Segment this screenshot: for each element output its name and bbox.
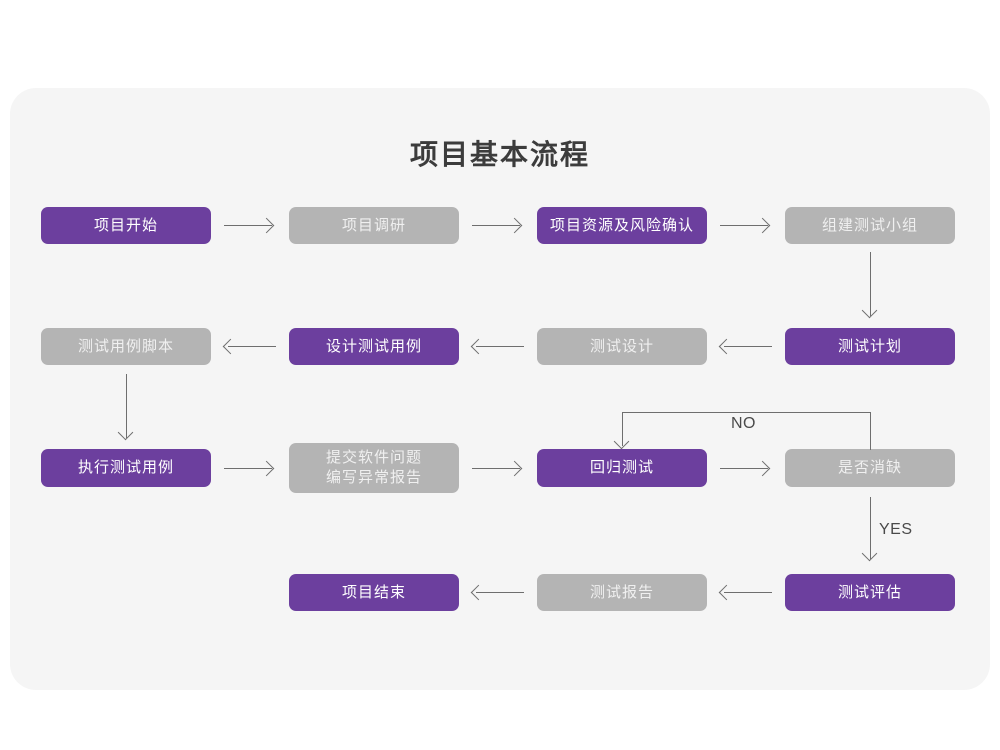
edge-yes-line: [870, 497, 871, 559]
edge-n6-n7-line: [476, 346, 524, 347]
node-label: 项目开始: [93, 216, 158, 234]
node-label: 是否消缺: [837, 459, 902, 476]
node-label: 项目资源及风险确认: [549, 216, 694, 234]
node-test-plan[interactable]: 测试计划: [785, 328, 955, 365]
node-label: 测试评估: [837, 583, 902, 601]
edge-n3-n4-line: [720, 225, 768, 226]
node-resource-risk-confirm[interactable]: 项目资源及风险确认: [537, 207, 707, 244]
node-build-test-team[interactable]: 组建测试小组: [785, 207, 955, 244]
node-label: 设计测试用例: [325, 337, 422, 355]
edge-n10-n11-line: [472, 468, 520, 469]
node-label: 测试计划: [837, 337, 902, 355]
node-label: 测试用例脚本: [77, 337, 174, 355]
node-label: 项目结束: [341, 583, 406, 601]
node-project-start[interactable]: 项目开始: [41, 207, 211, 244]
edge-no-left-drop: [622, 412, 623, 446]
edge-n1-n2-line: [224, 225, 272, 226]
node-test-evaluation[interactable]: 测试评估: [785, 574, 955, 611]
edge-n13-n14-line: [724, 592, 772, 593]
node-test-report[interactable]: 测试报告: [537, 574, 707, 611]
node-project-end[interactable]: 项目结束: [289, 574, 459, 611]
edge-label-no: NO: [731, 415, 756, 432]
node-label: 项目调研: [341, 216, 406, 234]
edge-n7-n8-line: [228, 346, 276, 347]
edge-n14-n15-line: [476, 592, 524, 593]
node-regression-test[interactable]: 回归测试: [537, 449, 707, 487]
edge-n2-n3-line: [472, 225, 520, 226]
node-defect-resolved[interactable]: 是否消缺: [785, 449, 955, 487]
node-label: 提交软件问题 编写异常报告: [325, 449, 422, 486]
node-label: 测试报告: [589, 583, 654, 601]
node-label: 组建测试小组: [821, 216, 918, 234]
page-title: 项目基本流程: [409, 139, 590, 170]
node-submit-issue-report[interactable]: 提交软件问题 编写异常报告: [289, 443, 459, 493]
node-label: 测试设计: [589, 337, 654, 355]
edge-no-top-line: [622, 412, 871, 413]
edge-no-right-riser: [870, 412, 871, 450]
node-test-design[interactable]: 测试设计: [537, 328, 707, 365]
node-label: 执行测试用例: [77, 459, 174, 476]
node-test-case-script[interactable]: 测试用例脚本: [41, 328, 211, 365]
node-label: 回归测试: [589, 459, 654, 476]
edge-n4-n5-line: [870, 252, 871, 316]
edge-n8-n9-line: [126, 374, 127, 438]
node-design-test-case[interactable]: 设计测试用例: [289, 328, 459, 365]
node-execute-test-case[interactable]: 执行测试用例: [41, 449, 211, 487]
node-project-research[interactable]: 项目调研: [289, 207, 459, 244]
edge-label-yes: YES: [879, 521, 913, 538]
edge-n11-n12-line: [720, 468, 768, 469]
edge-n9-n10-line: [224, 468, 272, 469]
edge-n5-n6-line: [724, 346, 772, 347]
